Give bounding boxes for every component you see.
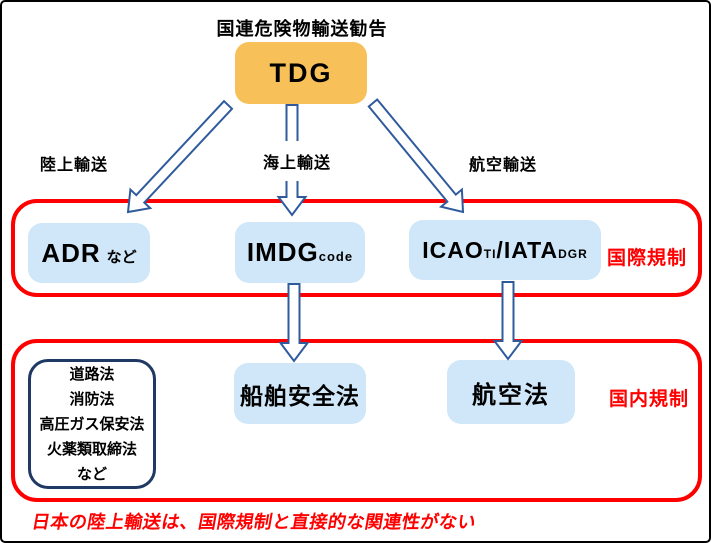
imdg-main-text: IMDG — [246, 237, 319, 267]
footnote-text: 日本の陸上輸送は、国際規制と直接的な関連性がない — [30, 512, 478, 532]
iata-text: IATA — [503, 236, 559, 263]
arrow-tdg-to-adr — [126, 99, 234, 214]
diagram-title: 国連危険物輸送勧告 — [216, 19, 388, 39]
node-icao-iata: ICAOTI/IATADGR — [409, 220, 601, 280]
adr-main-text: ADR — [41, 237, 101, 268]
node-imdg-code: IMDGcode — [235, 222, 365, 283]
law-item: など — [76, 465, 107, 483]
node-tdg: TDG — [235, 42, 367, 104]
group-label-international: 国際規制 — [607, 248, 688, 269]
icao-separator: / — [496, 236, 504, 263]
node-icao-label: ICAOTI/IATADGR — [422, 237, 587, 264]
law-item: 高圧ガス保安法 — [39, 415, 145, 433]
icao-text: ICAO — [422, 236, 484, 263]
edge-label-sea-transport: 海上輸送 — [251, 141, 343, 181]
iata-dgr-text: DGR — [558, 246, 588, 261]
law-item: 消防法 — [69, 390, 115, 408]
imdg-sub-text: code — [318, 249, 354, 264]
arrow-tdg-to-icao_iata — [367, 98, 465, 214]
law-item: 道路法 — [69, 365, 115, 383]
node-adr-label: ADR など — [41, 238, 136, 269]
node-adr: ADR など — [28, 223, 150, 283]
ship-safety-label: 船舶安全法 — [240, 382, 360, 409]
node-ship-safety-law: 船舶安全法 — [234, 363, 366, 424]
edge-label-land-transport: 陸上輸送 — [40, 157, 109, 174]
sea-transport-text: 海上輸送 — [262, 155, 331, 172]
node-imdg-label: IMDGcode — [247, 237, 353, 268]
adr-note-text: など — [106, 248, 137, 266]
group-domestic-regulations — [11, 339, 702, 502]
aviation-label: 航空法 — [472, 381, 550, 409]
icao-ti-text: TI — [483, 246, 497, 261]
law-item: 火薬類取締法 — [46, 440, 137, 458]
node-domestic-land-laws: 道路法 消防法 高圧ガス保安法 火薬類取締法 など — [28, 359, 156, 489]
node-aviation-law: 航空法 — [447, 360, 575, 424]
group-label-domestic: 国内規制 — [609, 389, 690, 410]
group-international-regulations — [11, 199, 702, 297]
edge-label-air-transport: 航空輸送 — [469, 157, 538, 174]
node-tdg-label: TDG — [269, 57, 333, 88]
